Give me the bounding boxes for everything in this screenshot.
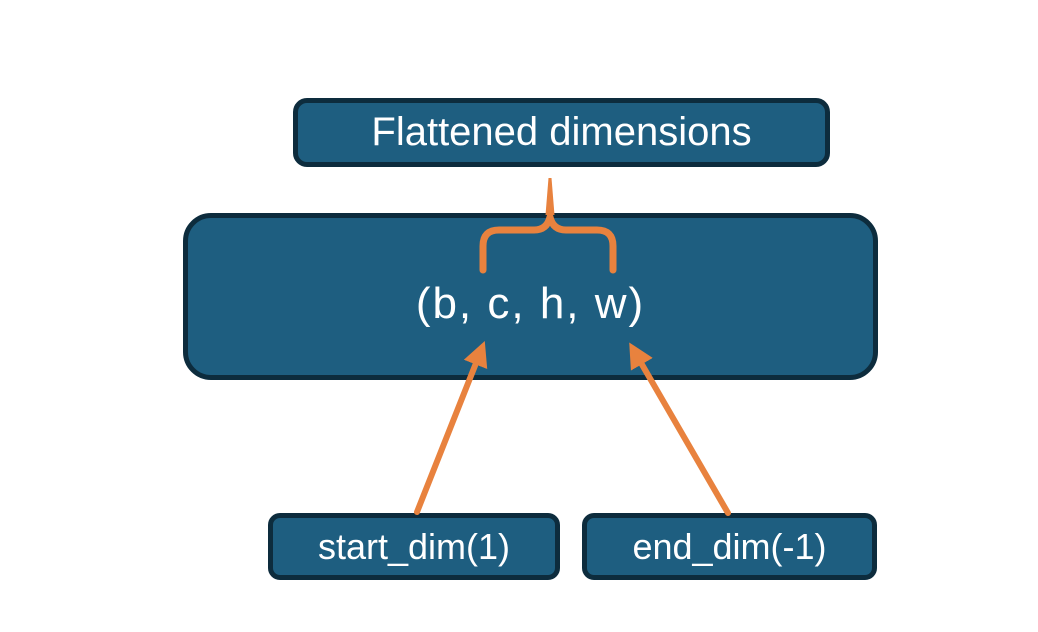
start-dim-node: start_dim(1) (268, 513, 560, 580)
end-dim-node: end_dim(-1) (582, 513, 877, 580)
start-dim-label: start_dim(1) (317, 525, 511, 567)
tensor-shape-node: (b, c, h, w) (183, 213, 878, 380)
tensor-shape-label: (b, c, h, w) (415, 278, 646, 328)
flattened-dimensions-node: Flattened dimensions (293, 98, 830, 167)
brace-stem (545, 178, 555, 215)
end-dim-label: end_dim(-1) (632, 525, 827, 567)
flattened-dimensions-label: Flattened dimensions (371, 110, 752, 154)
